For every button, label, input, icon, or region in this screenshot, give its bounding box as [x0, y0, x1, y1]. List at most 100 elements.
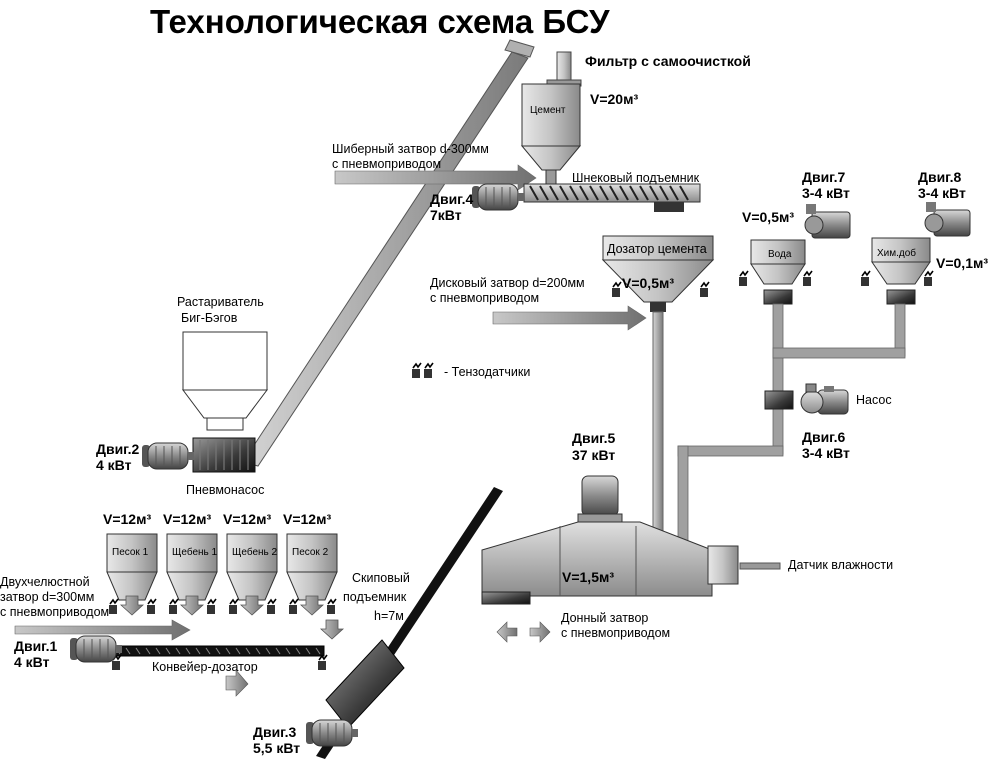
cement-doser: [601, 235, 715, 312]
cement-feed-pipe: [652, 311, 664, 547]
motor-5-name: Двиг.5: [572, 430, 616, 446]
screw-conveyor-label: Шнековый подъемник: [572, 171, 700, 185]
motor-5-power: 37 кВт: [572, 447, 615, 463]
skip-label-3: h=7м: [374, 609, 404, 623]
jaw-gate-label-2: затвор d=300мм: [0, 590, 94, 604]
tenzo-icon: [168, 598, 179, 615]
filter-label: Фильтр с самоочисткой: [585, 53, 751, 69]
cement-silo-label: Цемент: [530, 105, 566, 116]
motor-4-icon: [471, 183, 525, 211]
motor-7-power: 3-4 кВт: [802, 185, 850, 201]
water-tank-volume: V=0,5м³: [742, 209, 794, 225]
moisture-sensor-label: Датчик влажности: [788, 558, 893, 572]
bin-label: Песок 1: [112, 547, 149, 558]
motor-2-icon: [141, 442, 195, 470]
disc-gate-label-1: Дисковый затвор d=200мм: [430, 276, 585, 290]
bottom-gate-label-2: с пневмоприводом: [561, 626, 670, 640]
skip-label-1: Скиповый: [352, 571, 410, 585]
water-tank-label: Вода: [768, 249, 792, 260]
slide-gate-label-1: Шиберный затвор d-300мм: [332, 142, 489, 156]
tenzo-icon: [108, 598, 119, 615]
motor-1-name: Двиг.1: [14, 638, 58, 654]
tenzo-icon: [923, 270, 934, 287]
tenzo-icon: [228, 598, 239, 615]
tenzo-icon: [146, 598, 157, 615]
concrete-mixer: [481, 521, 739, 605]
aggregate-bin: [166, 533, 218, 601]
bin-volume: V=12м³: [283, 511, 331, 527]
skip-bucket: [325, 639, 405, 729]
chem-additive-tank: [871, 237, 931, 305]
tenzo-icon: [206, 598, 217, 615]
motor-1-icon: [69, 635, 123, 663]
moisture-sensor: [739, 562, 781, 570]
tenzo-icon: [326, 598, 337, 615]
tenzo-icon: [288, 598, 299, 615]
diagram-title: Технологическая схема БСУ: [150, 3, 610, 40]
skip-label-2: подъемник: [343, 590, 407, 604]
slide-gate-label-2: с пневмоприводом: [332, 157, 441, 171]
motor-4-name: Двиг.4: [430, 191, 474, 207]
motor-4-power: 7кВт: [430, 207, 462, 223]
motor-3-icon: [305, 719, 359, 747]
motor-3-name: Двиг.3: [253, 724, 297, 740]
bin-label: Песок 2: [292, 547, 329, 558]
tenzo-icon: [738, 270, 749, 287]
tenzo-icon: [611, 281, 622, 298]
jaw-gate-label-1: Двухчелюстной: [0, 575, 90, 589]
motor-6-power: 3-4 кВт: [802, 445, 850, 461]
tenzo-legend-icon: [411, 362, 422, 379]
disc-gate-arrow: [492, 305, 647, 331]
motor-2-name: Двиг.2: [96, 441, 140, 457]
tenzo-icon: [266, 598, 277, 615]
motor-6-name: Двиг.6: [802, 429, 846, 445]
cement-doser-label: Дозатор цемента: [607, 242, 707, 256]
bin-volume: V=12м³: [223, 511, 271, 527]
bigbag-unloader: [182, 331, 268, 431]
screw-conveyor: [523, 183, 701, 212]
motor-3-power: 5,5 кВт: [253, 740, 300, 756]
tenzo-legend-icon: [423, 362, 434, 379]
conveyor-direction-arrow: [225, 669, 249, 697]
chem-tank-volume: V=0,1м³: [936, 255, 988, 271]
disc-gate-label-2: с пневмоприводом: [430, 291, 539, 305]
chem-tank-label: Хим.доб: [877, 247, 916, 259]
bottom-gate-arrows: [496, 621, 551, 643]
motor-8-power: 3-4 кВт: [918, 185, 966, 201]
mixer-volume: V=1,5м³: [562, 569, 614, 585]
aggregate-bin: [106, 533, 158, 601]
bottom-gate-label-1: Донный затвор: [561, 611, 648, 625]
bin-label: Щебень 2: [232, 546, 278, 558]
motor-5-icon: [577, 475, 623, 525]
pump-label: Насос: [856, 393, 892, 407]
tenzo-icon: [699, 281, 710, 298]
cement-doser-volume: V=0,5м³: [622, 275, 674, 291]
bigbag-label-1: Растариватель: [177, 295, 264, 309]
pneumopump-label: Пневмонасос: [186, 483, 264, 497]
dosing-conveyor: [111, 645, 325, 657]
pump-valve: [764, 390, 794, 410]
pneumopump: [192, 437, 256, 473]
bin-volume: V=12м³: [103, 511, 151, 527]
jaw-gate-arrow: [14, 619, 191, 641]
bin-label: Щебень 1: [172, 546, 218, 558]
tenzo-icon: [802, 270, 813, 287]
cement-silo: [520, 83, 582, 185]
self-cleaning-filter: [546, 51, 582, 87]
tenzo-icon: [860, 270, 871, 287]
motor-7-icon: [804, 204, 851, 239]
motor-8-name: Двиг.8: [918, 169, 962, 185]
conveyor-label: Конвейер-дозатор: [152, 660, 258, 674]
motor-2-power: 4 кВт: [96, 457, 132, 473]
tenzo-legend-label: - Тензодатчики: [444, 365, 530, 379]
skip-feed-arrow: [320, 619, 344, 640]
bigbag-label-2: Биг-Бэгов: [181, 311, 238, 325]
liquid-piping: [677, 303, 906, 547]
aggregate-bin: [286, 533, 338, 601]
motor-8-icon: [924, 202, 971, 237]
water-tank: [750, 239, 806, 305]
cement-silo-volume: V=20м³: [590, 91, 638, 107]
motor-7-name: Двиг.7: [802, 169, 846, 185]
